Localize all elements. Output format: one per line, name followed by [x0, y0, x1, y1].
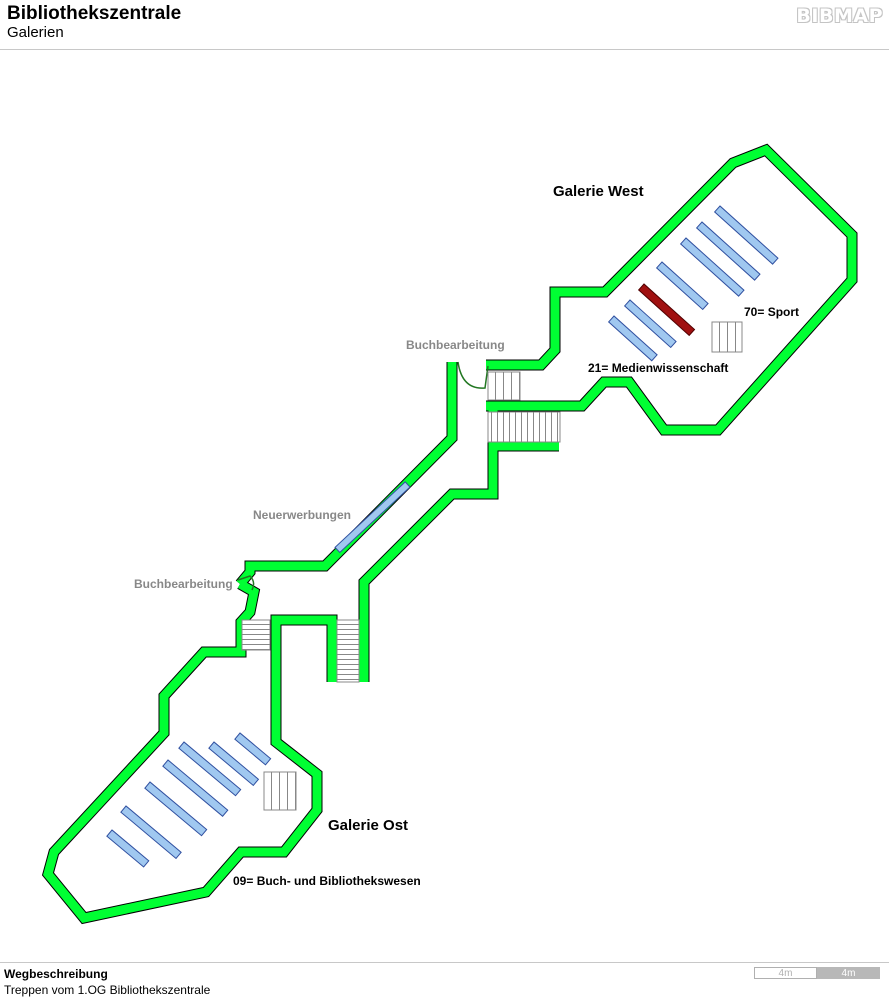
label-neuerwerbungen: Neuerwerbungen: [253, 508, 351, 522]
label-sport[interactable]: 70= Sport: [744, 305, 799, 319]
footer: Wegbeschreibung Treppen vom 1.OG Bibliot…: [0, 962, 889, 1004]
label-buchbearbeitung-bottom: Buchbearbeitung: [134, 577, 233, 591]
scale-segment-right: 4m: [817, 967, 880, 979]
shelf: [679, 237, 745, 297]
bibmap-logo: BIBMAP: [796, 5, 883, 27]
header: Bibliothekszentrale Galerien BIBMAP: [0, 0, 889, 50]
stairs-top-small: [487, 371, 521, 401]
floor-plan-svg[interactable]: Galerie West Galerie Ost 70= Sport 21= M…: [0, 50, 889, 962]
shelf: [178, 741, 242, 797]
stairs-ost-top: [241, 619, 271, 651]
shelf: [162, 759, 229, 817]
shelf-sport-highlight: [637, 283, 696, 337]
shelf: [106, 829, 150, 868]
shelf: [623, 299, 677, 349]
label-buchbearbeitung-top: Buchbearbeitung: [406, 338, 505, 352]
stairs-top-wide: [487, 411, 561, 443]
walls-fill: [43, 144, 857, 923]
shelf: [695, 221, 761, 281]
page-subtitle: Galerien: [7, 24, 64, 41]
stairs-ost: [263, 771, 297, 811]
page-title: Bibliothekszentrale: [7, 3, 182, 24]
label-galerie-ost: Galerie Ost: [328, 817, 408, 834]
route-title: Wegbeschreibung: [4, 967, 108, 981]
door-bottom: [237, 575, 255, 591]
scale-bar: 4m 4m: [754, 967, 881, 979]
label-buch-bibliothekswesen[interactable]: 09= Buch- und Bibliothekswesen: [233, 874, 421, 888]
label-medienwissenschaft[interactable]: 21= Medienwissenschaft: [588, 361, 728, 375]
shelf: [713, 205, 779, 265]
shelf: [607, 315, 658, 362]
shelf: [234, 732, 272, 766]
door-top: [457, 361, 489, 389]
shelf-neuerwerbungen: [334, 481, 411, 554]
route-description: Treppen vom 1.OG Bibliothekszentrale: [4, 983, 211, 997]
shelf: [120, 805, 182, 860]
wall-west-outer: [486, 143, 858, 436]
stairs-west: [711, 321, 743, 353]
shelf: [144, 781, 208, 837]
label-galerie-west: Galerie West: [553, 183, 644, 200]
floor-map[interactable]: Galerie West Galerie Ost 70= Sport 21= M…: [0, 50, 889, 962]
scale-segment-left: 4m: [754, 967, 817, 979]
shelf: [208, 741, 260, 787]
shelf: [655, 261, 709, 311]
shelves-ost: [106, 732, 272, 868]
shelves-west: [607, 205, 779, 362]
stairs-ost-mid: [336, 619, 360, 683]
